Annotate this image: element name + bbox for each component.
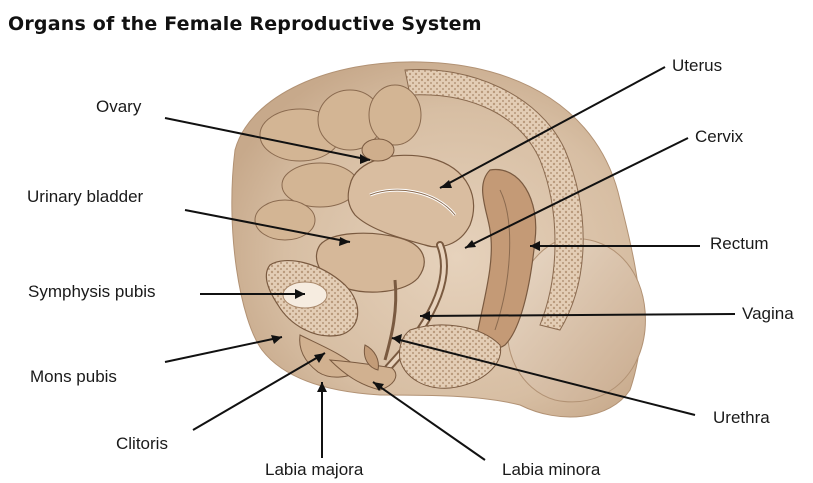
- label-clitoris: Clitoris: [116, 434, 168, 454]
- label-uterus: Uterus: [672, 56, 722, 76]
- ovary-shape: [362, 139, 394, 161]
- label-mons-pubis: Mons pubis: [30, 367, 117, 387]
- label-vagina: Vagina: [742, 304, 794, 324]
- label-rectum: Rectum: [710, 234, 769, 254]
- label-ovary: Ovary: [96, 97, 141, 117]
- leader-clitoris: [193, 353, 325, 430]
- label-urethra: Urethra: [713, 408, 770, 428]
- label-cervix: Cervix: [695, 127, 743, 147]
- label-labia-minora: Labia minora: [502, 460, 600, 480]
- label-urinary-bladder: Urinary bladder: [27, 187, 143, 207]
- label-symphysis-pubis: Symphysis pubis: [28, 282, 156, 302]
- label-labia-majora: Labia majora: [265, 460, 363, 480]
